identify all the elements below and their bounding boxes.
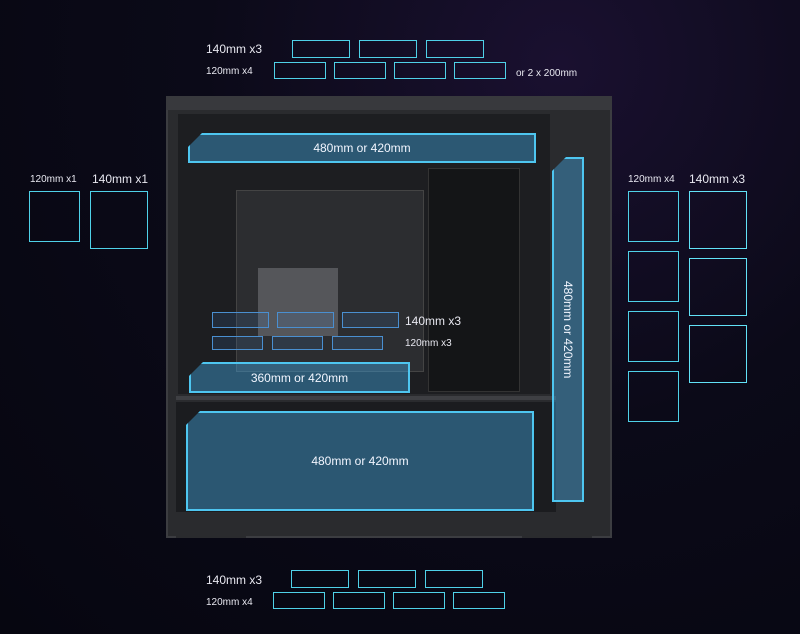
right-120-fan-slot [628,251,679,302]
right-140-fan-slot [689,325,747,383]
inner-120-fan-slot [272,336,323,350]
top-alt-label: or 2 x 200mm [516,68,578,79]
top-120-fan-slot [454,62,506,79]
case-foot-left [176,524,246,538]
top-140-fan-slot [292,40,350,58]
case-top-panel [166,96,612,110]
bottom-140-fan-slot [358,570,416,588]
cpu-cutout [258,268,338,336]
case-bottom-chamber [176,402,556,512]
top-120-label: 120mm x4 [206,66,253,77]
top-120-fan-slot [394,62,446,79]
top-120-fan-slot [334,62,386,79]
top-140-fan-slot [426,40,484,58]
right-120-fan-slot [628,191,679,242]
psu-shroud-divider [176,396,556,400]
right-140-label: 140mm x3 [689,172,746,186]
left-140-label: 140mm x1 [92,172,149,186]
side-radiator-zone: 480mm or 420mm [552,157,584,502]
inner-120-fan-slot [212,336,263,350]
left-120-label: 120mm x1 [30,174,77,185]
bottom-140-fan-slot [425,570,483,588]
top-120-fan-slot [274,62,326,79]
rear-cable-panel [428,168,520,392]
left-140-fan-slot [90,191,148,249]
left-120-fan-slot [29,191,80,242]
inner-140-fan-slot [212,312,269,328]
inner-120-fan-slot [332,336,383,350]
bottom-120-fan-slot [333,592,385,609]
right-140-fan-slot [689,258,747,316]
bottom-120-fan-slot [393,592,445,609]
bottom-120-fan-slot [453,592,505,609]
right-120-label: 120mm x4 [628,174,675,185]
top-140-label: 140mm x3 [206,42,263,56]
bottom-120-label: 120mm x4 [206,597,253,608]
right-140-fan-slot [689,191,747,249]
inner-140-label: 140mm x3 [405,314,462,328]
bottom-140-fan-slot [291,570,349,588]
case-foot-right [522,524,592,538]
right-120-fan-slot [628,311,679,362]
top-140-fan-slot [359,40,417,58]
inner-140-fan-slot [342,312,399,328]
inner-120-label: 120mm x3 [405,338,452,349]
right-120-fan-slot [628,371,679,422]
inner-140-fan-slot [277,312,334,328]
bottom-radiator-zone: 480mm or 420mm [186,411,534,511]
mid-radiator-zone: 360mm or 420mm [189,362,410,393]
bottom-140-label: 140mm x3 [206,573,263,587]
top-radiator-zone: 480mm or 420mm [188,133,536,163]
bottom-120-fan-slot [273,592,325,609]
